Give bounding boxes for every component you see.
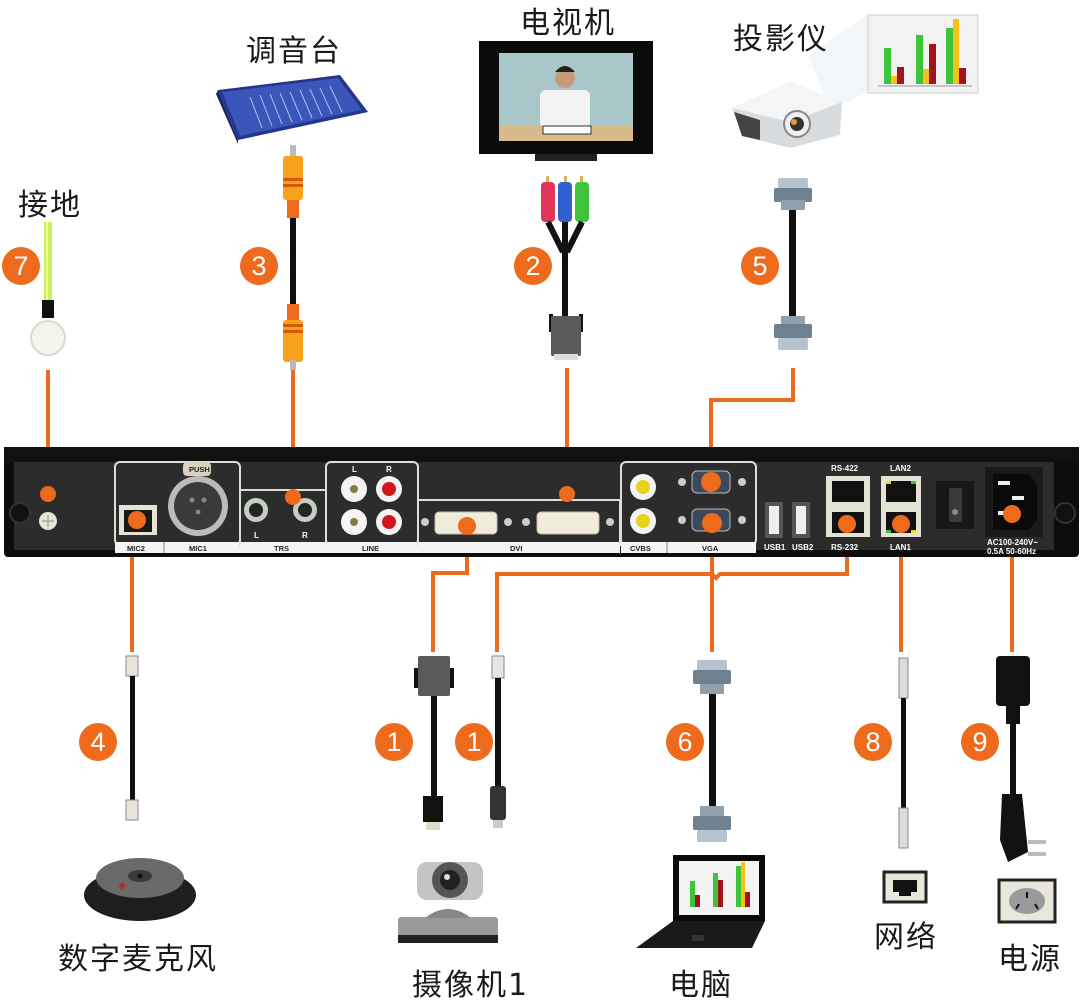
line-out-right-port[interactable]: [376, 509, 402, 535]
line-r-label: R: [386, 465, 392, 474]
badge-camera-dvi: 1: [375, 723, 413, 761]
projector-label: 投影仪: [733, 22, 829, 57]
line-l-label: L: [352, 465, 357, 474]
badge-power: 9: [961, 723, 999, 761]
network-socket-icon: [882, 870, 928, 904]
usb2-port[interactable]: [792, 502, 810, 538]
power-rating-2: 0.5A 50-60Hz: [987, 547, 1036, 556]
vga-cable-icon-computer: [693, 660, 731, 842]
projector-icon: [732, 14, 979, 148]
ethernet-cable-icon: [898, 657, 909, 849]
tv-label: 电视机: [520, 6, 616, 41]
line-camera-serial: [495, 524, 849, 652]
power-switch[interactable]: [936, 481, 974, 529]
device-back-panel: PUSH MIC2 MIC1 L R TRS L R LINE: [4, 447, 1079, 557]
rca-cable-icon: [283, 145, 303, 370]
badge-mixer: 3: [240, 247, 278, 285]
usb1-label: USB1: [764, 543, 786, 552]
dvi-out-port[interactable]: [522, 511, 614, 535]
mic1-label: MIC1: [189, 544, 207, 553]
power-label: 电源: [998, 942, 1062, 977]
camera-icon: [398, 862, 498, 943]
serial-cable-icon-camera: [490, 655, 506, 828]
trs-left-port[interactable]: [244, 498, 268, 522]
line-projector: [709, 368, 795, 482]
cvbs-in-port[interactable]: [630, 508, 656, 534]
connection-dots: [40, 472, 1021, 535]
vga-cable-icon-projector: [774, 178, 812, 350]
ground-cable-icon: [30, 222, 66, 356]
dvi-mini-cable-icon-camera: [414, 656, 454, 830]
badge-computer: 6: [666, 723, 704, 761]
trs-right-port[interactable]: [293, 498, 317, 522]
line-in-left-port[interactable]: [341, 476, 367, 502]
component-dvi-cable-icon: [541, 176, 589, 360]
lan1-label: LAN1: [890, 543, 911, 552]
power-cable-icon: [996, 656, 1046, 862]
power-rating-1: AC100-240V~: [987, 538, 1038, 547]
microphone-icon: [84, 858, 196, 921]
badge-projector: 5: [741, 247, 779, 285]
rj-cable-icon-mic: [125, 655, 139, 821]
mixer-label: 调音台: [246, 34, 342, 69]
usb1-port[interactable]: [765, 502, 783, 538]
line-out-left-port[interactable]: [341, 509, 367, 535]
power-outlet-icon: [997, 878, 1057, 924]
vga-label: VGA: [702, 544, 719, 553]
mic2-label: MIC2: [127, 544, 145, 553]
rs422-label: RS-422: [831, 464, 859, 473]
badge-tv: 2: [514, 247, 552, 285]
line-label: LINE: [362, 544, 379, 553]
ground-label: 接地: [18, 188, 82, 223]
camera-label: 摄像机1: [412, 968, 530, 1003]
network-label: 网络: [874, 920, 938, 955]
lan2-label: LAN2: [890, 464, 911, 473]
rs232-label: RS-232: [831, 543, 859, 552]
push-label: PUSH: [189, 465, 210, 474]
cvbs-label: CVBS: [630, 544, 651, 553]
line-in-right-port[interactable]: [376, 476, 402, 502]
projector-chart-icon: [878, 19, 972, 87]
computer-label: 电脑: [669, 968, 733, 1003]
power-inlet[interactable]: [985, 467, 1043, 537]
trs-label: TRS: [274, 544, 289, 553]
cvbs-out-port[interactable]: [630, 474, 656, 500]
microphone-label: 数字麦克风: [58, 942, 218, 977]
tv-icon: [479, 41, 653, 161]
dvi-label: DVI: [510, 544, 523, 553]
badge-network: 8: [854, 723, 892, 761]
mic1-xlr-port[interactable]: [168, 462, 228, 536]
trs-l-label: L: [254, 531, 259, 540]
badge-microphone: 4: [79, 723, 117, 761]
laptop-icon: [636, 855, 765, 948]
badge-ground: 7: [2, 247, 40, 285]
usb2-label: USB2: [792, 543, 814, 552]
trs-r-label: R: [302, 531, 308, 540]
badge-camera-serial: 1: [455, 723, 493, 761]
mixer-icon: [216, 75, 368, 144]
